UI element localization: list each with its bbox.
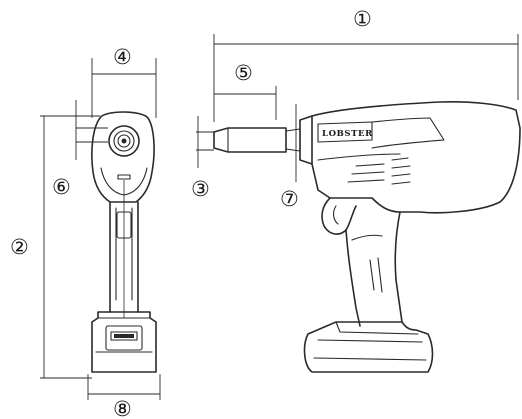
- callout-6: ⑥: [52, 175, 71, 199]
- side-view: LOBSTER: [213, 101, 521, 373]
- callout-7: ⑦: [280, 187, 299, 211]
- callout-8: ⑧: [113, 397, 132, 419]
- callout-5: ⑤: [234, 61, 253, 85]
- dimension-lines: [40, 34, 519, 400]
- brand-label: LOBSTER: [322, 129, 373, 139]
- callout-3: ③: [191, 177, 210, 201]
- callout-2: ②: [10, 235, 29, 259]
- callouts: ① ② ③ ④ ⑤ ⑥ ⑦ ⑧: [10, 7, 372, 419]
- callout-4: ④: [113, 45, 132, 69]
- front-view: [91, 111, 157, 373]
- callout-1: ①: [353, 7, 372, 31]
